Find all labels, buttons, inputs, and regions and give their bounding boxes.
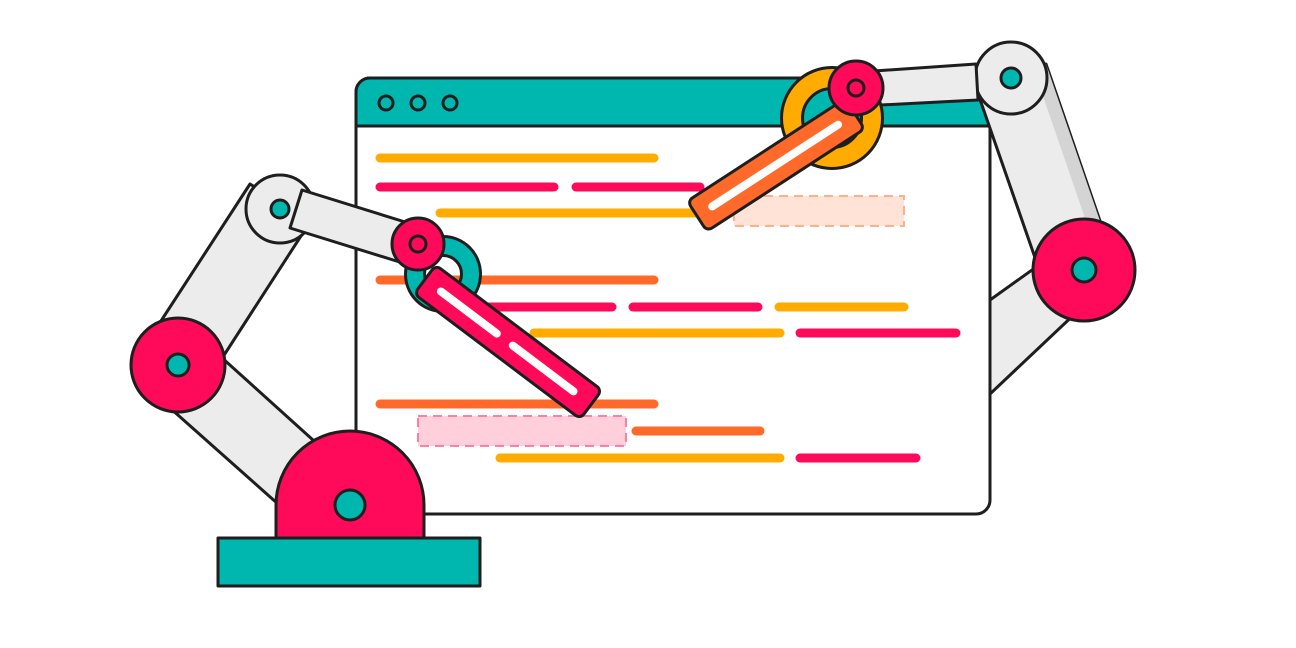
- right-arm-top-pin-icon: [999, 66, 1023, 90]
- left-arm-base-pin-icon: [333, 488, 367, 522]
- right-arm-elbow-pin-icon: [1070, 256, 1098, 284]
- right-robot-arm: [688, 40, 1137, 396]
- pink-stick-tool-icon: [415, 265, 601, 419]
- left-arm-shoulder-pin-icon: [165, 352, 191, 378]
- left-arm-base-plate: [216, 536, 482, 588]
- titlebar-dot-icon: [441, 94, 459, 112]
- left-arm-top-pin-icon: [269, 198, 291, 220]
- right-arm-wrist-pin-icon: [846, 78, 866, 98]
- orange-placeholder-slot: [733, 195, 905, 227]
- pink-placeholder-slot: [417, 415, 627, 447]
- right-arm-shadow: [1034, 64, 1110, 256]
- left-robot-arm: [129, 173, 601, 588]
- code-lines: [375, 153, 961, 463]
- left-arm-base-dome: [274, 429, 426, 540]
- titlebar-dot-icon: [409, 94, 427, 112]
- titlebar-dot-icon: [377, 94, 395, 112]
- left-arm-wrist-pin-icon: [408, 234, 428, 254]
